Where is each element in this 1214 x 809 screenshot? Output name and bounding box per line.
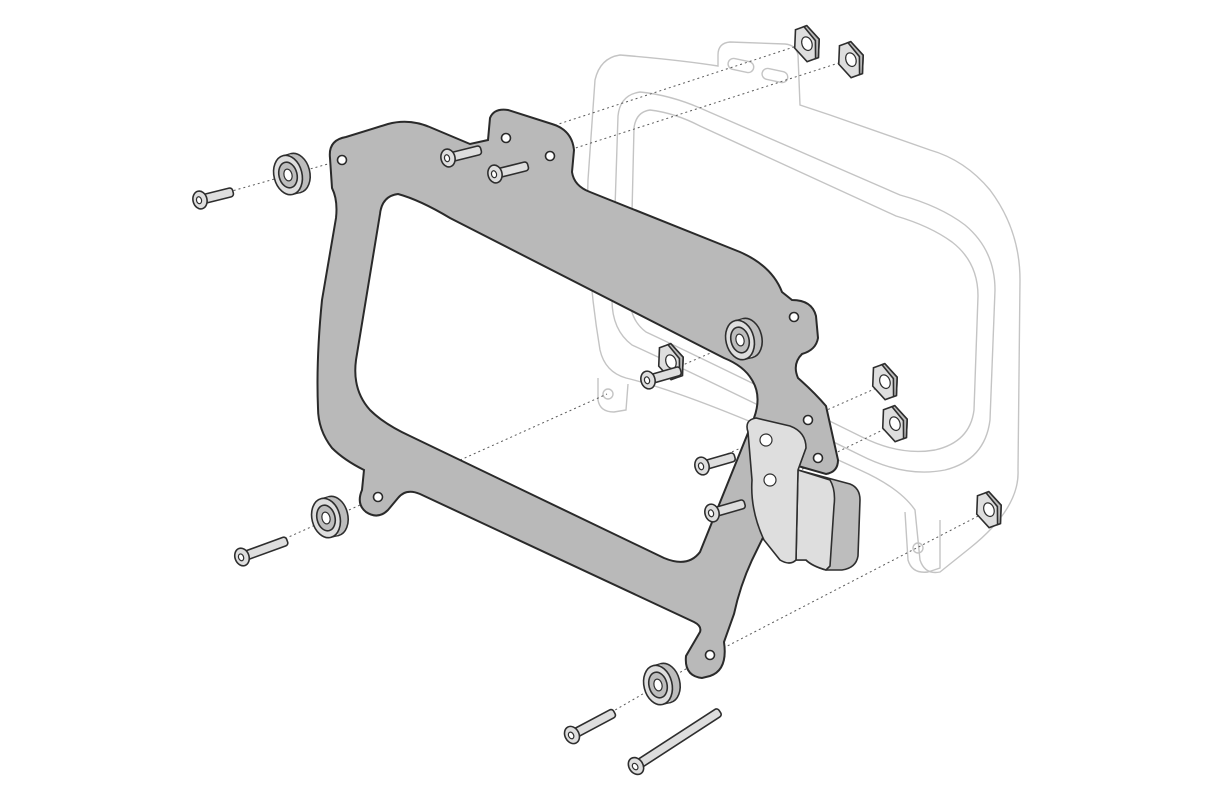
hex-nut: [866, 360, 904, 403]
hex-nut: [876, 402, 914, 445]
socket-screw: [560, 703, 620, 748]
spacer-bushing: [306, 492, 353, 542]
ghost-pannier-frame: [586, 41, 1021, 574]
hex-nut: [788, 22, 826, 65]
mounting-bracket: [746, 417, 861, 571]
socket-screw: [624, 703, 726, 779]
hex-nut: [970, 488, 1008, 531]
spacer-bushing: [268, 149, 315, 199]
side-carrier-plate: [316, 108, 840, 680]
socket-screw: [190, 182, 236, 212]
hex-nut: [832, 38, 870, 81]
socket-screw: [691, 447, 738, 478]
socket-screw: [231, 531, 291, 569]
spacer-bushing: [638, 659, 685, 709]
